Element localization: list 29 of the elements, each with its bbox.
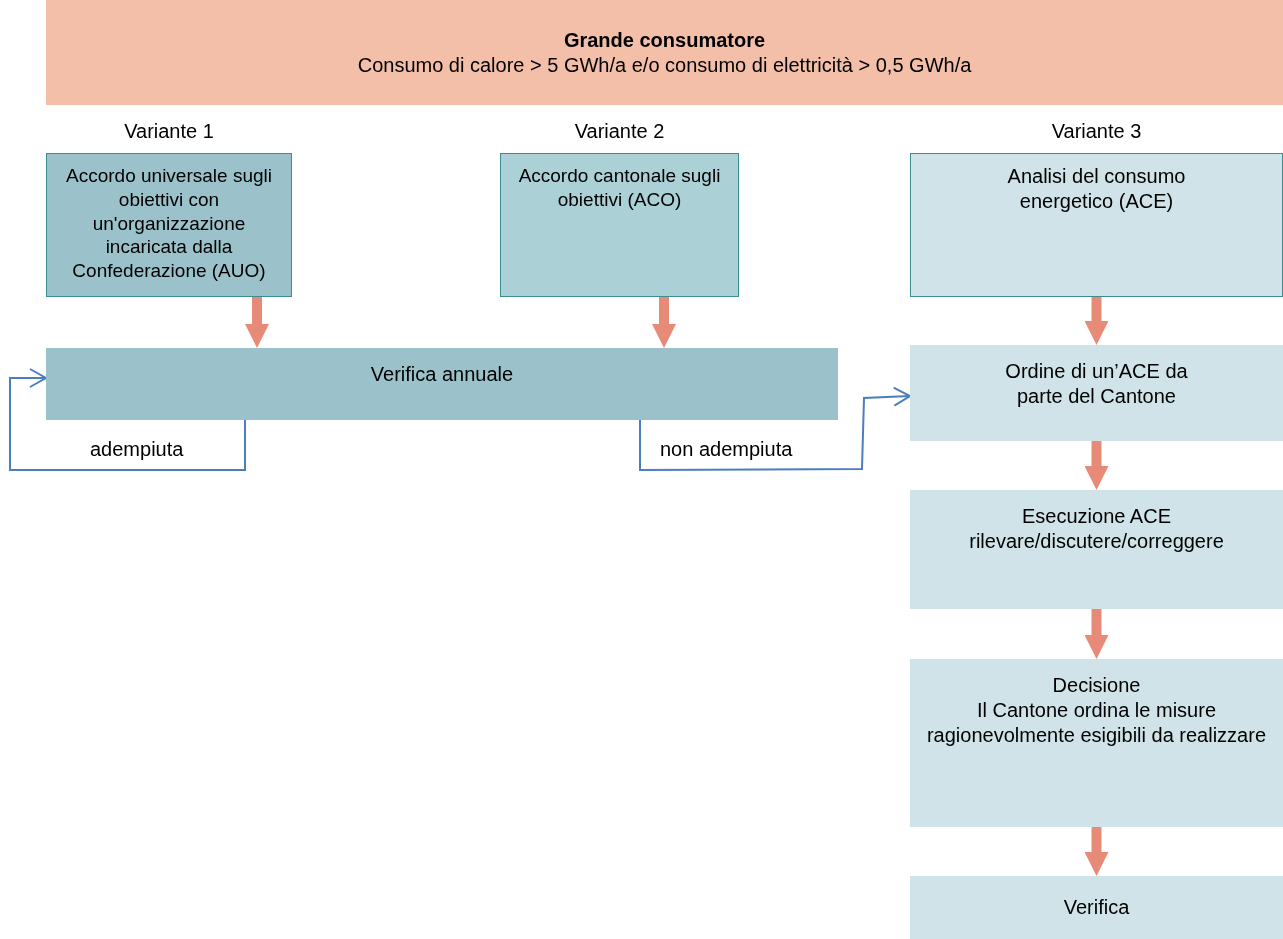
box-text: Accordo cantonale sugli obiettivi (ACO) (517, 164, 722, 212)
box-text: rilevare/discutere/correggere (969, 529, 1224, 554)
box-title: Grande consumatore (563, 27, 766, 53)
block-arrow (652, 297, 676, 348)
box-text: Decisione (1052, 673, 1141, 698)
variant-heading: Variante 1 (123, 120, 215, 143)
box-text: Esecuzione ACE (1022, 504, 1171, 529)
process-box (910, 876, 1283, 939)
block-arrow (245, 297, 269, 348)
process-box (46, 348, 838, 420)
block-arrow (1084, 827, 1109, 876)
variant-heading: Variante 3 (1050, 120, 1143, 143)
variant-heading: Variante 2 (573, 120, 666, 143)
box-text: Verifica (1063, 895, 1130, 920)
box-text: Il Cantone ordina le misure ragionevolmente esigibili da realizzare (926, 698, 1267, 748)
process-box (910, 659, 1283, 827)
block-arrow (1084, 441, 1109, 490)
process-box (46, 0, 1283, 105)
box-text: Analisi del consumo energetico (ACE) (1006, 164, 1187, 214)
block-arrow (1084, 609, 1109, 659)
box-text: Accordo universale sugli obiettivi con un'organizzazione incaricata dalla Confederazione (AUO) (65, 164, 273, 283)
process-box (910, 490, 1283, 609)
box-text: Ordine di un’ACE da parte del Cantone (1004, 359, 1189, 409)
process-box (910, 345, 1283, 441)
connector-arrow (639, 386, 911, 471)
block-arrow (1084, 297, 1109, 345)
box-text: Verifica annuale (370, 362, 514, 387)
connector-arrow (9, 368, 246, 471)
box-text: Consumo di calore > 5 GWh/a e/o consumo di elettricità > 0,5 GWh/a (357, 52, 972, 78)
